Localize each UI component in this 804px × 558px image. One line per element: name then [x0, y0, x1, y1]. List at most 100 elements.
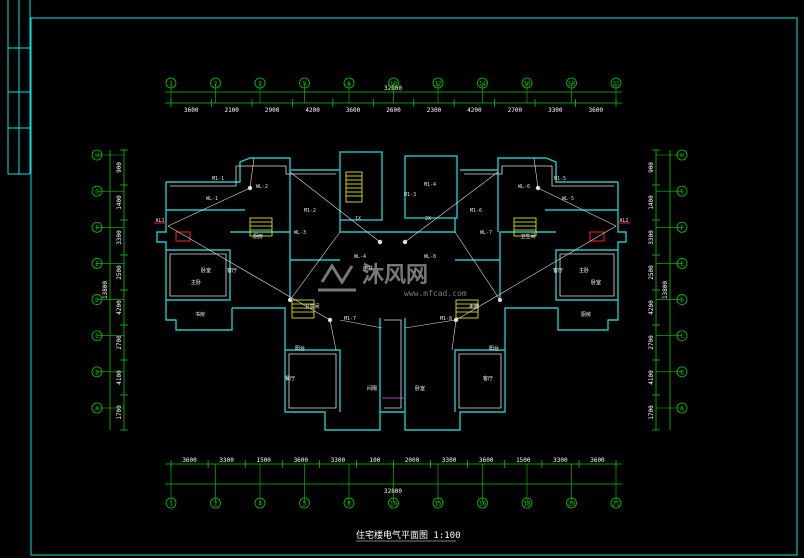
room-label: 厨房	[253, 233, 263, 240]
dimension-value: 2100	[224, 107, 239, 114]
dimension-value: 2500	[648, 265, 655, 280]
axis-label: H	[680, 153, 684, 160]
room-label: 餐厅	[285, 375, 295, 382]
axis-label: F	[680, 225, 684, 232]
left-dimension-chain: 900140033002500420027004100170013800HGFE…	[91, 149, 128, 431]
room-label: 卫生间	[520, 233, 535, 240]
axis-bubble	[343, 497, 355, 509]
circuit-label: WL-7	[480, 230, 492, 236]
dimension-value: 4200	[305, 107, 320, 114]
axis-bubble	[610, 77, 622, 89]
room-label: 主卧	[191, 279, 201, 286]
axis-bubble	[388, 77, 399, 89]
room-label: 卫生间	[304, 303, 319, 310]
room-label: 客厅	[483, 375, 493, 382]
axis-label: D	[680, 297, 684, 304]
axis-bubble	[91, 258, 103, 269]
axis-label: B	[680, 369, 684, 376]
room-label: 卧室	[591, 279, 601, 286]
dimension-value: 2700	[648, 335, 655, 350]
dimension-value: 4200	[648, 300, 655, 315]
axis-label: 8	[347, 501, 351, 508]
room-label: 客厅	[553, 267, 563, 274]
dimension-value: 3300	[116, 230, 123, 245]
dimension-value: 1700	[648, 405, 655, 420]
room-label: 卧室	[201, 267, 211, 274]
axis-label: G	[680, 189, 684, 196]
axis-label: D	[95, 297, 99, 304]
dimension-value: 2700	[508, 107, 523, 114]
axis-label: B	[95, 369, 99, 376]
axis-bubble	[477, 497, 488, 509]
circuit-label: AL2	[619, 218, 628, 224]
watermark-url: www.mfcad.com	[404, 289, 467, 298]
room-label: 阳台	[489, 345, 499, 352]
axis-label: C	[680, 333, 684, 340]
axis-label: F	[95, 225, 99, 232]
stair-shafts	[249, 171, 537, 399]
lighting-circuits	[167, 157, 617, 351]
dimension-total: 13800	[102, 281, 109, 299]
dimension-value: 3600	[479, 457, 494, 464]
axis-bubble	[521, 497, 533, 509]
axis-bubble	[676, 258, 688, 269]
axis-label: 15	[434, 501, 442, 508]
axis-bubble	[91, 366, 103, 378]
distribution-boxes	[154, 222, 630, 242]
circuit-label: WL-2	[256, 184, 268, 190]
axis-bubble	[432, 77, 444, 89]
axis-label: G	[95, 189, 99, 196]
circuit-label: WL-1	[206, 196, 218, 202]
axis-bubble	[676, 149, 688, 161]
axis-label: E	[95, 261, 99, 268]
dimension-value: 4200	[116, 300, 123, 315]
axis-bubble	[477, 77, 488, 89]
axis-bubble	[165, 497, 177, 509]
dimension-value: 1400	[648, 195, 655, 210]
axis-bubble	[299, 497, 310, 509]
watermark-logo	[318, 263, 356, 292]
dimension-value: 1400	[116, 195, 123, 210]
room-label: 客厅	[227, 267, 237, 274]
dimension-value: 3600	[184, 107, 199, 114]
circuit-label: WL-4	[354, 254, 366, 260]
dimension-value: 2300	[427, 107, 442, 114]
dimension-total: 32800	[384, 85, 402, 92]
axis-bubble	[432, 497, 444, 509]
axis-label: 21	[612, 81, 620, 88]
circuit-label: WL-6	[518, 184, 530, 190]
axis-bubble	[91, 149, 103, 161]
axis-bubble	[676, 366, 688, 378]
watermark-text: 沐风网	[362, 263, 428, 288]
circuit-label: M1-1	[212, 176, 224, 182]
axis-label: 10	[390, 501, 398, 508]
dimension-value: 3600	[182, 457, 197, 464]
axis-label: 16	[479, 501, 487, 508]
circuit-label: WL-8	[424, 254, 436, 260]
axis-bubble	[676, 221, 688, 233]
axis-bubble	[254, 497, 266, 509]
axis-bubble	[343, 77, 355, 89]
light-fixtures	[247, 185, 541, 323]
axis-label: H	[95, 153, 99, 160]
room-label: 间隔	[367, 385, 377, 392]
axis-bubble	[566, 497, 577, 509]
room-labels: 主卧卧室客厅餐厅厨房卫生间书房阳台电井间隔卧室卧室主卧客厅客厅卫生间走廊厨房阳台	[191, 233, 601, 392]
circuit-label: M1-5	[554, 176, 566, 182]
circuit-label: M1-3	[404, 192, 416, 198]
axis-label: 2	[214, 81, 218, 88]
axis-label: 5	[303, 501, 307, 508]
circuit-label: AL1	[155, 218, 164, 224]
dimension-total: 32800	[384, 488, 402, 495]
circuit-labels: WL-1WL-2WL-3WL-4WL-5WL-6WL-7WL-8M1-1M1-2…	[155, 176, 628, 322]
axis-label: 1	[169, 501, 173, 508]
axis-bubble	[676, 402, 688, 414]
axis-bubble	[521, 77, 533, 89]
circuit-label: M1-7	[344, 316, 356, 322]
dimension-value: 3300	[548, 107, 563, 114]
axis-bubble	[210, 497, 221, 509]
dimension-value: 3300	[331, 457, 346, 464]
circuit-label: WL-5	[562, 196, 574, 202]
